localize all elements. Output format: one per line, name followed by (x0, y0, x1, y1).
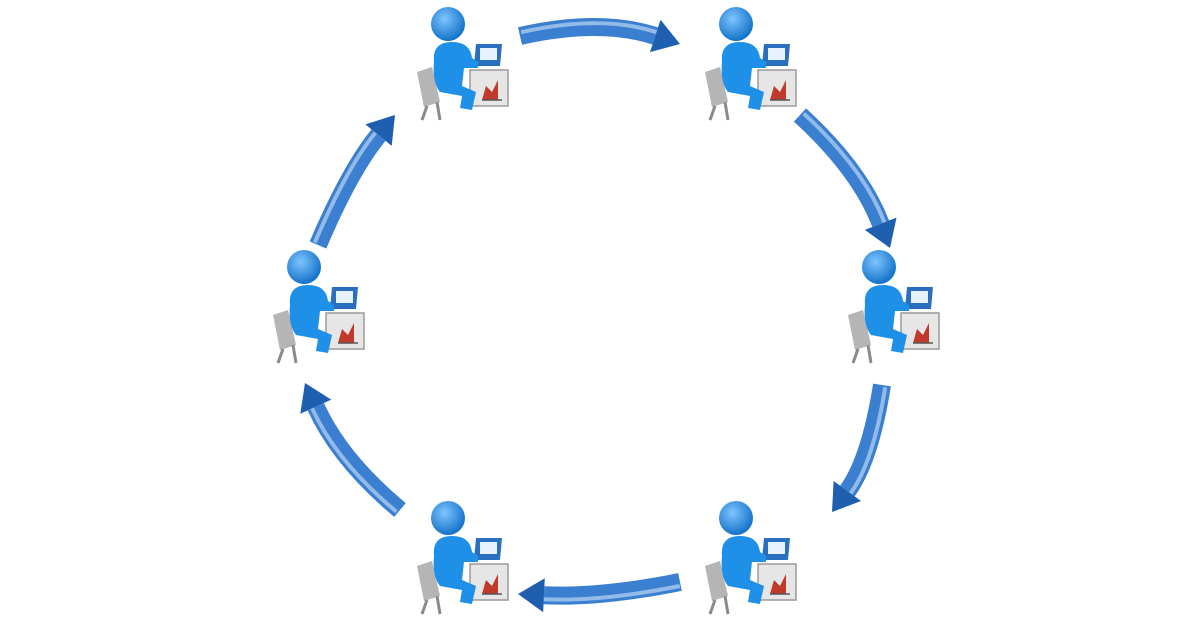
arrow-head (365, 115, 395, 146)
arrow-highlight (802, 112, 887, 224)
arrow-head (650, 19, 680, 53)
arrow-shaft (307, 402, 406, 517)
arrow-shaft (793, 108, 890, 228)
person-at-computer-icon (415, 499, 510, 616)
person-at-computer-icon (703, 499, 798, 616)
arrow-head (518, 578, 545, 613)
curved-arrow-icon (309, 115, 395, 249)
arrow-highlight (313, 131, 377, 244)
arrow-shaft (309, 129, 386, 249)
arrows-layer (300, 17, 897, 613)
arrow-highlight (543, 584, 681, 602)
person-at-computer-icon (846, 248, 941, 365)
person-at-computer-icon (415, 5, 510, 122)
curved-arrow-icon (518, 573, 682, 613)
curved-arrow-icon (832, 383, 891, 512)
curved-arrow-icon (518, 17, 680, 53)
arrow-head (864, 217, 897, 248)
person-at-computer-icon (271, 248, 366, 365)
arrow-highlight (848, 387, 888, 495)
curved-arrow-icon (300, 383, 406, 517)
arrow-shaft (543, 573, 682, 605)
arrow-head (832, 480, 862, 512)
arrow-head (300, 383, 332, 414)
curved-arrow-icon (793, 108, 897, 248)
nodes-layer (271, 5, 941, 616)
person-at-computer-icon (703, 5, 798, 122)
arrow-highlight (310, 407, 398, 514)
arrow-shaft (839, 383, 891, 497)
arrow-highlight (520, 21, 658, 35)
arrow-shaft (518, 17, 659, 45)
